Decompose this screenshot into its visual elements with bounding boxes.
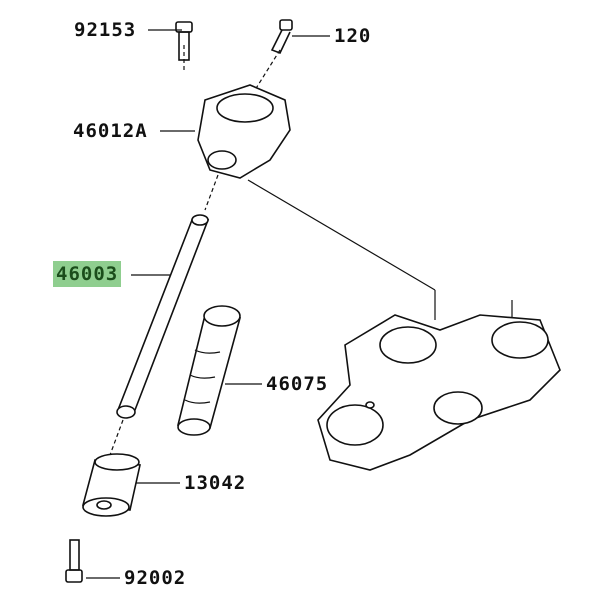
part-label-46003[interactable]: 46003 xyxy=(53,261,122,287)
leader-lines xyxy=(86,29,513,579)
bolt-120-icon xyxy=(270,19,293,55)
handlebar-46003-icon xyxy=(116,214,210,419)
grip-46075-icon xyxy=(177,305,242,436)
part-label-13042[interactable]: 13042 xyxy=(184,472,247,494)
clamp-holder-46012A-icon xyxy=(197,84,291,179)
triple-clamp-icon xyxy=(317,314,561,471)
part-label-120[interactable]: 120 xyxy=(334,25,372,47)
part-label-92153[interactable]: 92153 xyxy=(74,19,137,41)
bolt-92153-icon xyxy=(175,21,193,61)
bar-end-weight-13042-icon xyxy=(81,453,141,517)
part-label-46012A[interactable]: 46012A xyxy=(73,120,148,142)
part-label-46075[interactable]: 46075 xyxy=(266,373,329,395)
bolt-92002-icon xyxy=(65,539,83,583)
part-label-92002[interactable]: 92002 xyxy=(124,567,187,589)
